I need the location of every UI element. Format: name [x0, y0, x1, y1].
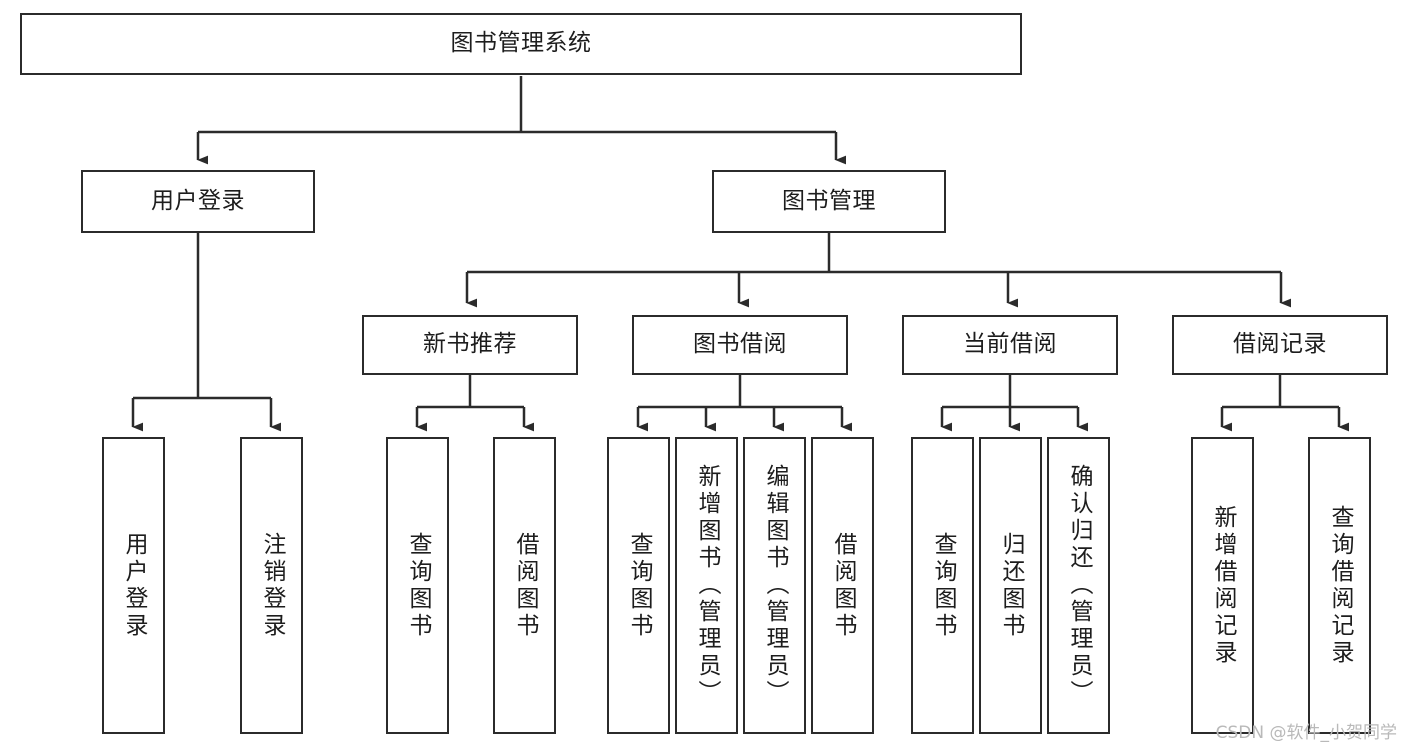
node-new-book-recommend[interactable]: 新书推荐 — [362, 315, 578, 375]
leaf-query-book-borrow[interactable]: 查询图书 — [607, 437, 670, 734]
leaf-query-book-current[interactable]: 查询图书 — [911, 437, 974, 734]
leaf-label: 查询图书 — [626, 531, 652, 640]
leaf-label: 查询图书 — [405, 531, 431, 640]
leaf-logout[interactable]: 注销登录 — [240, 437, 303, 734]
node-label: 图书借阅 — [693, 331, 787, 358]
node-book-management[interactable]: 图书管理 — [712, 170, 946, 233]
node-label: 图书管理系统 — [450, 30, 592, 57]
node-label: 借阅记录 — [1233, 331, 1327, 358]
leaf-label: 新增借阅记录 — [1210, 504, 1236, 667]
leaf-confirm-return-admin[interactable]: 确认归还（管理员） — [1047, 437, 1110, 734]
leaf-label: 注销登录 — [259, 531, 285, 640]
leaf-borrow-book[interactable]: 借阅图书 — [811, 437, 874, 734]
leaf-label: 查询图书 — [930, 531, 956, 640]
leaf-label: 借阅图书 — [512, 531, 538, 640]
leaf-label: 编辑图书（管理员） — [762, 464, 788, 707]
node-label: 新书推荐 — [423, 331, 517, 358]
node-label: 当前借阅 — [963, 331, 1057, 358]
node-book-borrow[interactable]: 图书借阅 — [632, 315, 848, 375]
node-borrow-record[interactable]: 借阅记录 — [1172, 315, 1388, 375]
node-current-borrow[interactable]: 当前借阅 — [902, 315, 1118, 375]
leaf-query-borrow-record[interactable]: 查询借阅记录 — [1308, 437, 1371, 734]
leaf-query-book-recommend[interactable]: 查询图书 — [386, 437, 449, 734]
leaf-label: 借阅图书 — [830, 531, 856, 640]
leaf-label: 查询借阅记录 — [1327, 504, 1353, 667]
node-label: 图书管理 — [782, 187, 876, 214]
leaf-edit-book-admin[interactable]: 编辑图书（管理员） — [743, 437, 806, 734]
node-user-login[interactable]: 用户登录 — [81, 170, 315, 233]
leaf-label: 用户登录 — [121, 531, 147, 640]
leaf-return-book[interactable]: 归还图书 — [979, 437, 1042, 734]
leaf-label: 确认归还（管理员） — [1066, 464, 1092, 707]
node-root-book-management-system[interactable]: 图书管理系统 — [20, 13, 1022, 75]
watermark: CSDN @软件_小贺同学 — [1215, 723, 1397, 743]
leaf-add-book-admin[interactable]: 新增图书（管理员） — [675, 437, 738, 734]
leaf-borrow-book-recommend[interactable]: 借阅图书 — [493, 437, 556, 734]
leaf-label: 归还图书 — [998, 531, 1024, 640]
leaf-label: 新增图书（管理员） — [694, 464, 720, 707]
leaf-user-login[interactable]: 用户登录 — [102, 437, 165, 734]
leaf-add-borrow-record[interactable]: 新增借阅记录 — [1191, 437, 1254, 734]
node-label: 用户登录 — [151, 187, 245, 214]
